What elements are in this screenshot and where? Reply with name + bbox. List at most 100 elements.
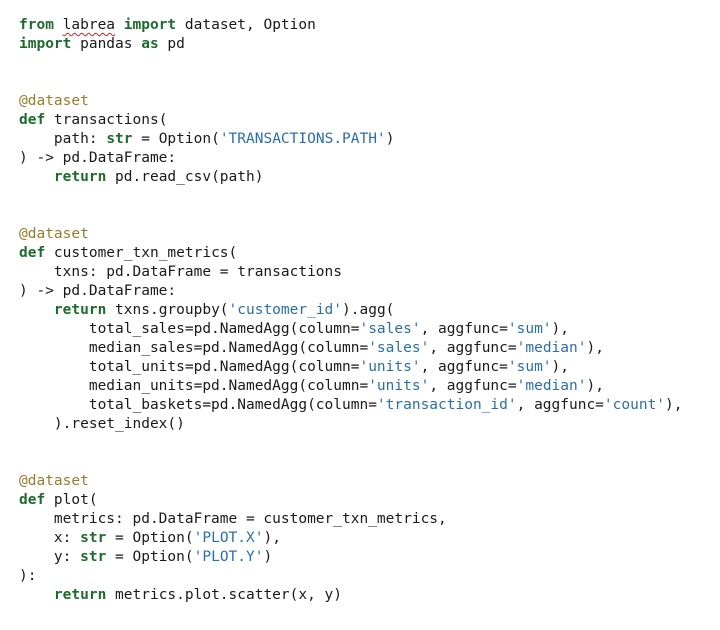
code-line: median_sales=pd.NamedAgg(column='sales',… — [19, 339, 683, 358]
code-line — [19, 73, 683, 92]
code-string: 'PLOT.X' — [193, 530, 264, 546]
code-token: customer_txn_metrics( — [45, 245, 238, 261]
code-token: = Option( — [106, 549, 194, 565]
code-keyword: import — [123, 17, 177, 33]
code-keyword: from — [19, 17, 54, 33]
code-keyword: str — [106, 131, 133, 147]
code-token: ), — [665, 397, 683, 413]
code-line: metrics: pd.DataFrame = customer_txn_met… — [19, 510, 683, 529]
code-misspelled-word: labrea — [62, 17, 116, 33]
code-token: path: — [19, 131, 107, 147]
code-line: ): — [19, 567, 683, 586]
code-string: 'sum' — [507, 321, 552, 337]
code-token: ).reset_index() — [19, 416, 185, 432]
code-string: 'count' — [603, 397, 666, 413]
code-keyword: def — [19, 492, 46, 508]
code-token: median_sales=pd.NamedAgg(column= — [19, 340, 369, 356]
code-keyword: return — [53, 587, 107, 603]
code-string: 'units' — [359, 359, 421, 375]
code-string: 'PLOT.Y' — [193, 549, 264, 565]
code-line: txns: pd.DataFrame = transactions — [19, 263, 683, 282]
code-line: ) -> pd.DataFrame: — [19, 149, 683, 168]
code-token: transactions( — [45, 112, 168, 128]
code-token: median_units=pd.NamedAgg(column= — [19, 378, 369, 394]
code-string: 'median' — [516, 378, 587, 394]
code-token: pd — [158, 36, 185, 52]
code-line — [19, 453, 683, 472]
code-line: path: str = Option('TRANSACTIONS.PATH') — [19, 130, 683, 149]
code-string: 'transaction_id' — [376, 397, 517, 413]
code-line: y: str = Option('PLOT.Y') — [19, 548, 683, 567]
code-token: ) — [385, 131, 395, 147]
code-token — [19, 169, 54, 185]
code-token: ), — [586, 340, 604, 356]
code-string: 'sales' — [368, 340, 430, 356]
code-token: = Option( — [106, 530, 194, 546]
code-token: ), — [586, 378, 604, 394]
code-token: plot( — [45, 492, 98, 508]
code-token: , aggfunc= — [429, 340, 517, 356]
code-line — [19, 206, 683, 225]
code-string: 'TRANSACTIONS.PATH' — [219, 131, 386, 147]
code-line: @dataset — [19, 92, 683, 111]
code-line: return metrics.plot.scatter(x, y) — [19, 586, 683, 605]
code-line — [19, 54, 683, 73]
code-string: 'sales' — [359, 321, 421, 337]
code-token: ), — [551, 321, 570, 337]
code-line: ).reset_index() — [19, 415, 683, 434]
code-line: total_units=pd.NamedAgg(column='units', … — [19, 358, 683, 377]
code-token: pandas — [71, 36, 142, 52]
code-token: ) -> pd.DataFrame: — [19, 283, 177, 299]
code-token: , aggfunc= — [420, 359, 508, 375]
code-token: txns: pd.DataFrame = transactions — [19, 264, 343, 280]
code-line: from labrea import dataset, Option — [19, 16, 683, 35]
code-decorator: @dataset — [19, 473, 89, 489]
code-string: 'customer_id' — [228, 302, 343, 318]
code-token: ) -> pd.DataFrame: — [19, 150, 177, 166]
code-token: txns.groupby( — [106, 302, 229, 318]
code-keyword: str — [80, 530, 107, 546]
code-keyword: def — [19, 112, 46, 128]
code-token: ), — [551, 359, 570, 375]
code-decorator: @dataset — [19, 226, 89, 242]
code-token: ).agg( — [342, 302, 395, 318]
code-token — [19, 302, 54, 318]
code-line: x: str = Option('PLOT.X'), — [19, 529, 683, 548]
code-token: dataset, Option — [176, 17, 316, 33]
code-keyword: return — [53, 169, 107, 185]
code-line: def customer_txn_metrics( — [19, 244, 683, 263]
code-keyword: str — [80, 549, 107, 565]
code-keyword: def — [19, 245, 46, 261]
code-decorator: @dataset — [19, 93, 89, 109]
code-token: pd.read_csv(path) — [106, 169, 264, 185]
code-string: 'units' — [368, 378, 430, 394]
code-line: def transactions( — [19, 111, 683, 130]
code-line: return pd.read_csv(path) — [19, 168, 683, 187]
code-keyword: return — [53, 302, 107, 318]
code-token: ), — [263, 530, 281, 546]
code-string: 'sum' — [507, 359, 552, 375]
code-line: @dataset — [19, 225, 683, 244]
code-token: ): — [19, 568, 37, 584]
code-token: y: — [19, 549, 81, 565]
code-token: metrics: pd.DataFrame = customer_txn_met… — [19, 511, 447, 527]
code-token: x: — [19, 530, 81, 546]
code-keyword: import — [19, 36, 72, 52]
code-line: @dataset — [19, 472, 683, 491]
code-line: total_sales=pd.NamedAgg(column='sales', … — [19, 320, 683, 339]
code-token: total_units=pd.NamedAgg(column= — [19, 359, 360, 375]
code-line: import pandas as pd — [19, 35, 683, 54]
code-line — [19, 187, 683, 206]
code-token — [115, 17, 124, 33]
code-line: median_units=pd.NamedAgg(column='units',… — [19, 377, 683, 396]
code-token — [19, 587, 54, 603]
code-line: return txns.groupby('customer_id').agg( — [19, 301, 683, 320]
code-line: total_baskets=pd.NamedAgg(column='transa… — [19, 396, 683, 415]
code-keyword: as — [141, 36, 159, 52]
code-token — [54, 17, 63, 33]
code-token: , aggfunc= — [420, 321, 508, 337]
code-token: , aggfunc= — [429, 378, 517, 394]
code-token: metrics.plot.scatter(x, y) — [106, 587, 343, 603]
